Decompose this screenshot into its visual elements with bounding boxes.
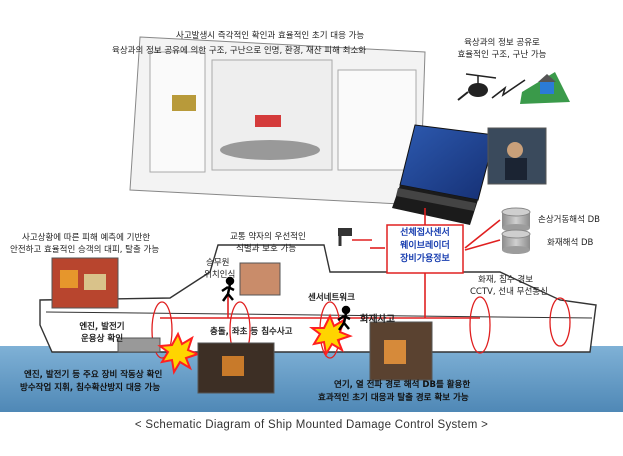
ship-hull	[39, 244, 597, 353]
fire-scene-photo-glow	[384, 340, 406, 364]
sea	[0, 346, 623, 412]
screen-ship-model	[220, 140, 320, 160]
land-station-icon	[520, 72, 570, 104]
info-box-line3: 장비가용정보	[400, 254, 450, 264]
crew-photo-body	[505, 158, 527, 180]
engine-label-line2: 운용상 확인	[80, 334, 124, 344]
db-cylinder-1	[501, 207, 531, 232]
sensor-network-label: 센서네트워크	[308, 293, 355, 303]
fire-alarm-line1: 화재, 침수 경보	[478, 275, 534, 285]
bottom-right-line1: 연기, 열 전파 경로 해석 DB를 활용한	[334, 380, 471, 390]
db-label-1: 손상거동해석 DB	[538, 215, 600, 225]
monitor-keyboard	[396, 188, 476, 211]
bottom-right-line2: 효과적인 초기 대응과 탈출 경로 확보 가능	[318, 393, 469, 403]
screen-red-area	[255, 115, 281, 127]
land-benefit-line2: 효율적인 구조, 구난 가능	[457, 50, 547, 60]
bridge	[338, 228, 352, 236]
top-benefit-line2: 육상과의 정보 공유에 의한 구조, 구난으로 인명, 환경, 재산 피해 최소…	[112, 46, 367, 56]
left-benefit-line2: 안전하고 효율적인 승객의 대피, 탈출 가능	[10, 245, 160, 255]
crew-photo-person	[507, 142, 523, 158]
top-benefit-line1: 사고발생시 즉각적인 확인과 효율적인 초기 대응 가능	[176, 31, 365, 41]
fire-alarm-line2: CCTV, 선내 무선통신	[470, 287, 548, 297]
screen-3d-model	[172, 95, 196, 111]
engine-label-line1: 엔진, 발전기	[79, 322, 125, 332]
red-connections	[160, 208, 501, 319]
explosion-icon-left	[157, 331, 201, 375]
child-photo	[239, 262, 281, 296]
figure-caption: < Schematic Diagram of Ship Mounted Dama…	[134, 419, 489, 431]
explosion-icon-right	[309, 313, 353, 357]
crew-label-line2: 위치인식	[204, 270, 236, 280]
info-box-line1: 선체접사센서	[400, 228, 450, 238]
fire-scene-photo	[369, 321, 433, 381]
db-cylinder-2	[501, 229, 531, 254]
passengers-photo-detail2	[84, 274, 106, 290]
passengers-photo-detail	[60, 270, 78, 288]
fire-accident-label: 화재사고	[360, 314, 395, 325]
vulnerable-label-line1: 교통 약자의 우선적인	[230, 232, 306, 242]
left-benefit-line1: 사고상황에 따른 피해 예측에 기반한	[22, 233, 151, 243]
signal-bolt-icon	[491, 79, 526, 99]
db-label-2: 화재해석 DB	[547, 238, 594, 248]
vulnerable-label-line2: 식별과 보호 가능	[236, 244, 297, 254]
collision-label: 충돌, 좌초 등 침수사고	[210, 327, 293, 337]
screen-window-right	[337, 69, 417, 171]
crew-label-line1: 승무원	[206, 258, 230, 268]
firefighters-photo-glow	[222, 356, 244, 376]
land-benefit-line1: 육상과의 정보 공유로	[464, 38, 540, 48]
fire-person-icon	[337, 305, 351, 331]
screen-window-left	[149, 51, 206, 173]
helicopter-icon	[457, 73, 497, 101]
bottom-left-line2: 방수작업 지휘, 침수확산방지 대응 가능	[20, 383, 161, 393]
bottom-left-line1: 엔진, 발전기 등 주요 장비 작동상 확인	[24, 370, 163, 380]
ship-deck-line	[45, 311, 593, 319]
sensor-info-box	[386, 224, 464, 274]
crew-person-icon	[221, 276, 235, 302]
info-box-line2: 웨이브레이더	[400, 241, 450, 251]
